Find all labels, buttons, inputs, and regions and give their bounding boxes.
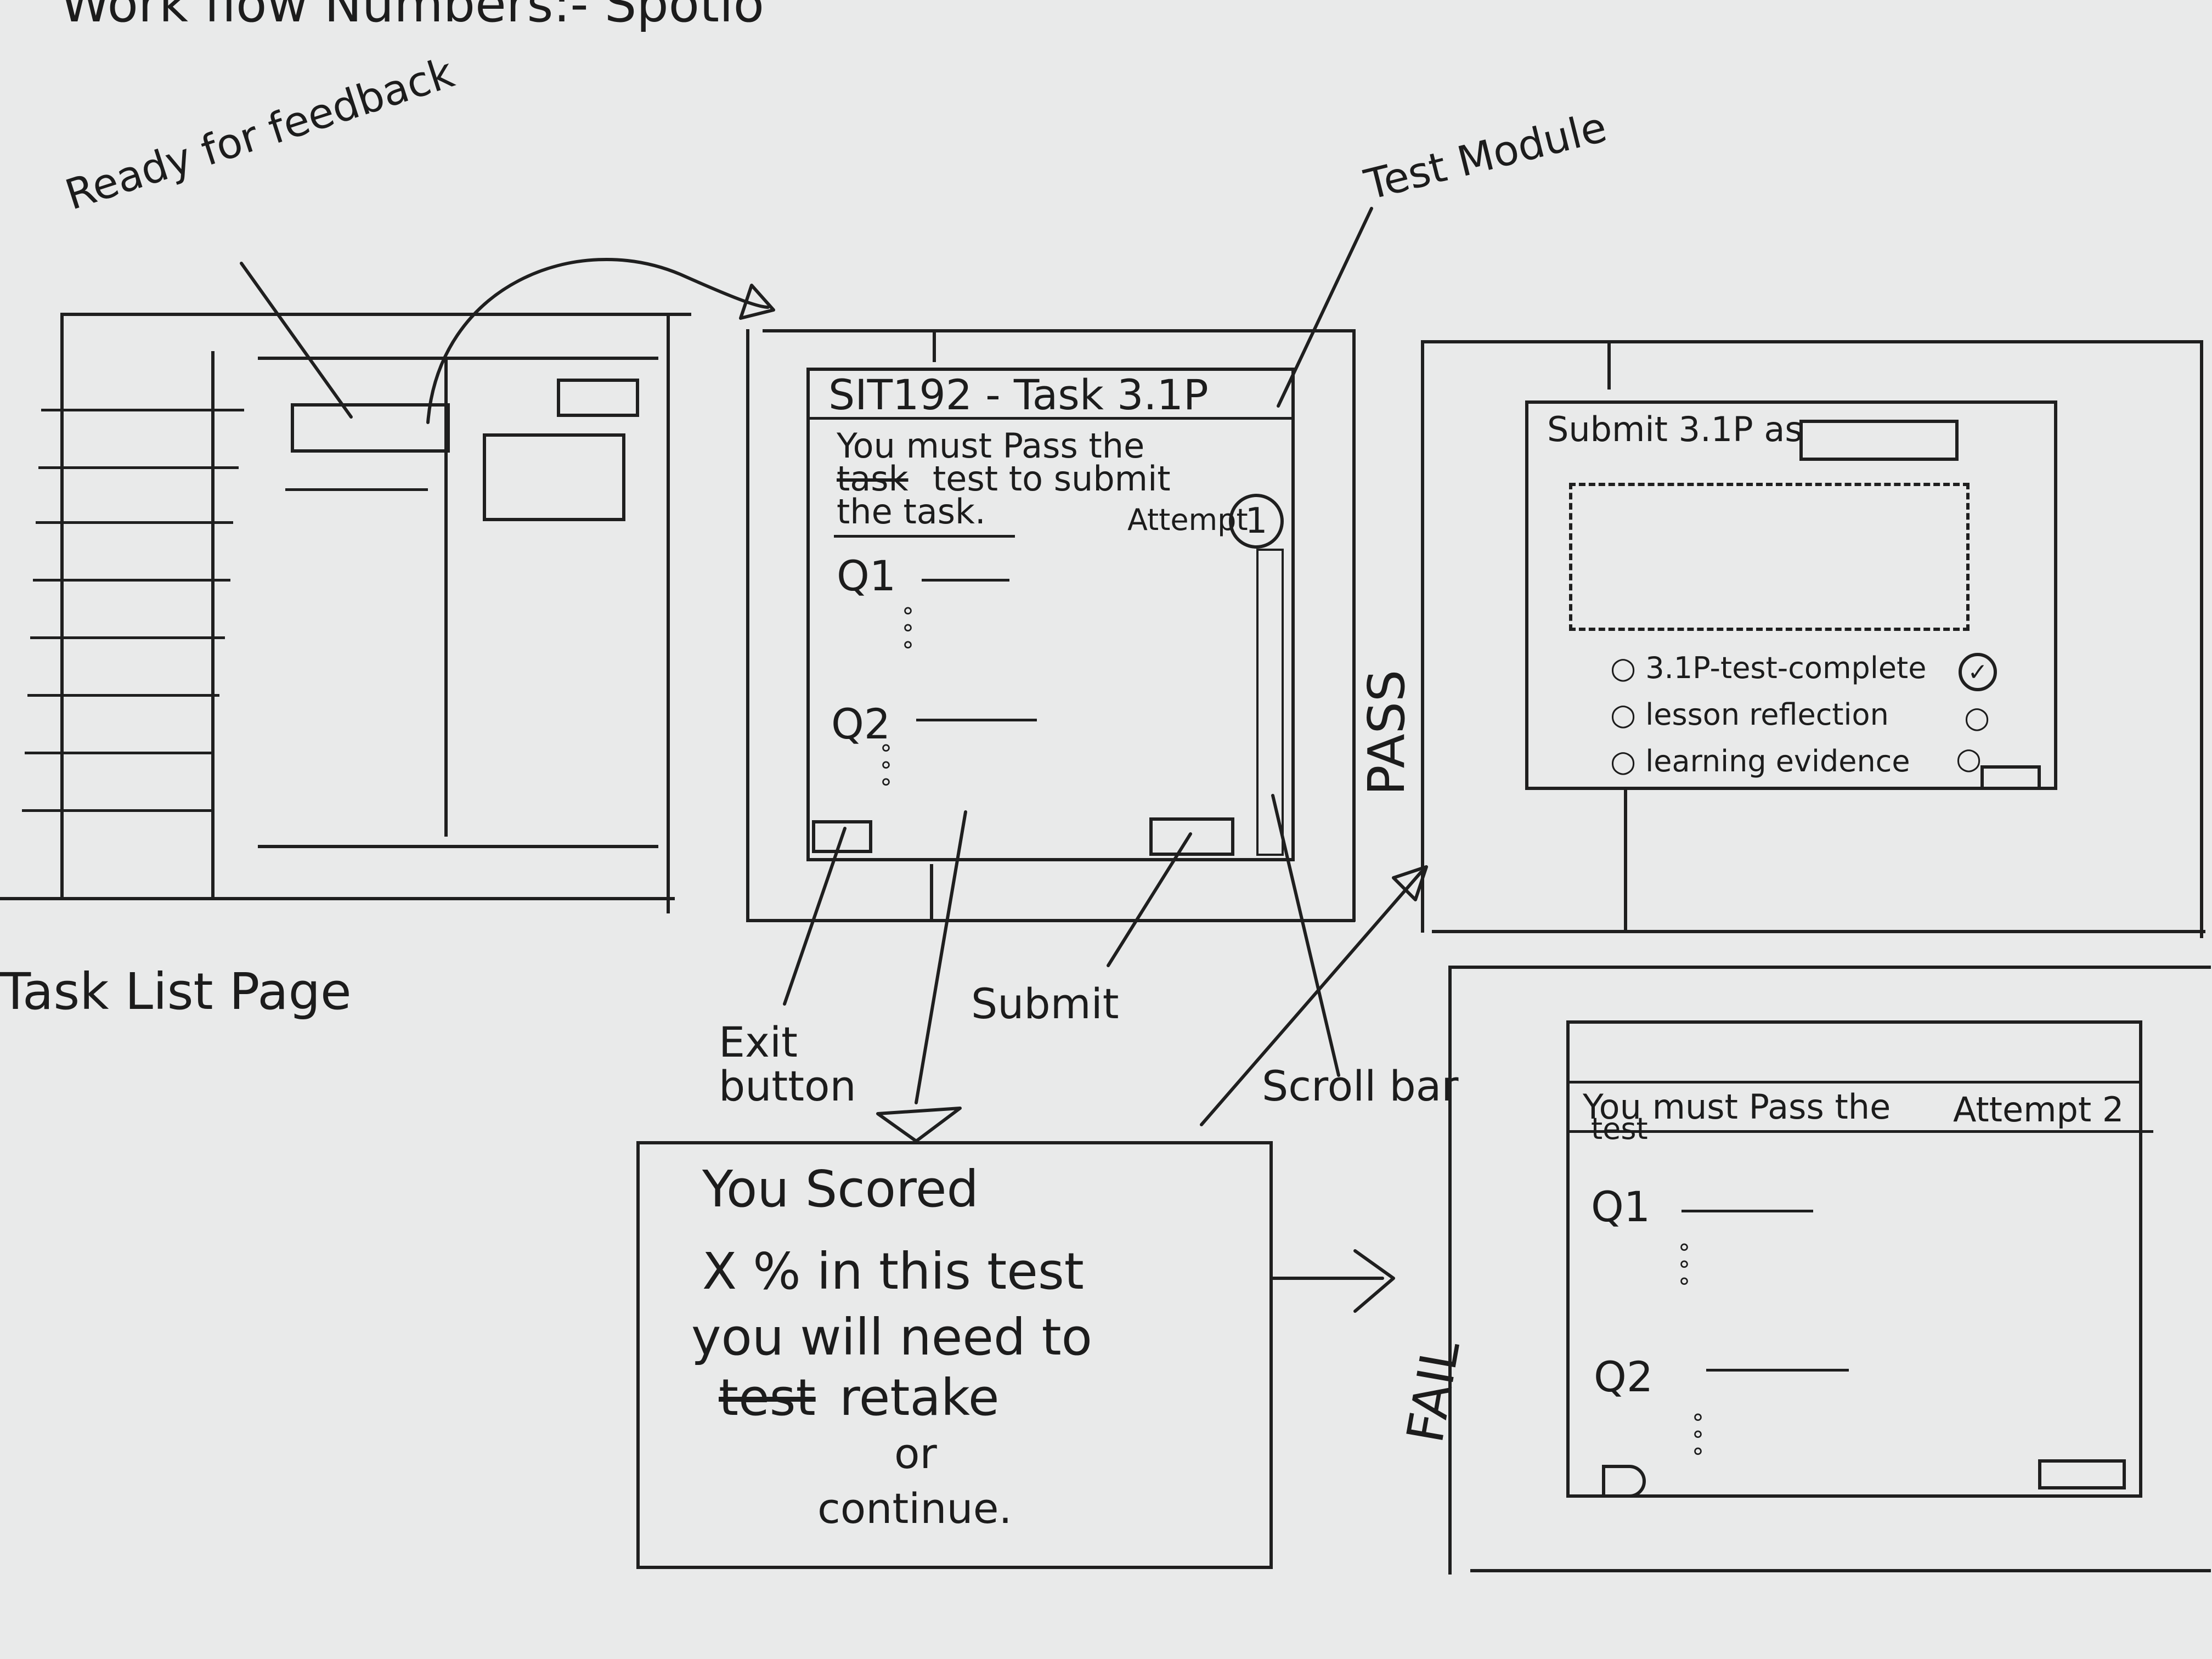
notice-line2: test to submit: [933, 459, 1171, 499]
submit-item-text: 3.1P-test-complete: [1645, 651, 1927, 685]
attempt-label: Attempt: [1127, 503, 1248, 537]
submit-item[interactable]: ○ learning evidence: [1610, 744, 1910, 778]
result-dialog: [636, 1141, 1273, 1569]
submit-item[interactable]: ○ 3.1P-test-complete: [1610, 651, 1927, 685]
file-drop-zone[interactable]: [1569, 483, 1970, 631]
attempt-number: 1: [1245, 501, 1268, 541]
curve-arrowhead: [739, 284, 775, 320]
fail-arrowhead: [1353, 1249, 1395, 1313]
task-detail-card: [483, 433, 625, 521]
pass-label: PASS: [1357, 669, 1416, 795]
sidebar-item[interactable]: [25, 752, 214, 754]
notice-line1: You must Pass the: [837, 426, 1145, 466]
exit-pointer: [783, 827, 847, 1006]
retake-question-1-label: Q1: [1591, 1182, 1651, 1231]
task-list-caption: Task List Page: [0, 962, 352, 1021]
attempt-number-badge: 1: [1229, 494, 1284, 549]
retake-panel: [1566, 1020, 2142, 1498]
sidebar-item[interactable]: [41, 409, 244, 411]
submit-item[interactable]: ○ lesson reflection: [1610, 697, 1889, 732]
submit-item-text: lesson reflection: [1645, 697, 1889, 732]
retake-question-2-dots: °°°: [1692, 1409, 1704, 1471]
sidebar-item[interactable]: [22, 809, 211, 812]
test-module-panel: [806, 368, 1295, 861]
scrollbar[interactable]: [1256, 549, 1284, 856]
submit-page-title: Submit 3.1P as: [1547, 409, 1803, 449]
check-mark: ✓: [1967, 658, 1988, 686]
result-line4: retake: [839, 1368, 1000, 1427]
ready-feedback-pointer: [240, 262, 353, 419]
notice-line3: the task.: [837, 492, 986, 532]
submit-type-select[interactable]: [1799, 420, 1959, 461]
scrollbar-pointer: [1271, 794, 1340, 1077]
test-module-title: SIT192 - Task 3.1P: [828, 370, 1209, 419]
page-title: Work flow Numbers:- Spotlo: [60, 0, 764, 33]
result-line3: you will need to: [691, 1308, 1092, 1367]
result-line2: X % in this test: [702, 1242, 1084, 1301]
exit-button-label: Exit button: [719, 1018, 856, 1110]
result-line6: continue.: [817, 1484, 1012, 1533]
question-2-dots: °°°: [880, 740, 892, 802]
submit-item-text: learning evidence: [1645, 744, 1910, 778]
scrollbar-label: Scroll bar: [1262, 1062, 1459, 1110]
curve-to-test-module: [426, 258, 770, 424]
sidebar-item[interactable]: [30, 636, 225, 639]
sidebar-item[interactable]: [36, 521, 233, 524]
pass-arrow: [1200, 871, 1423, 1126]
submit-label: Submit: [971, 979, 1119, 1028]
submit-button[interactable]: [1149, 817, 1234, 856]
retake-exit-button[interactable]: [1602, 1465, 1646, 1498]
retake-submit-button[interactable]: [2038, 1459, 2126, 1489]
retake-question-1-dots: °°°: [1678, 1239, 1690, 1301]
radio-icon: ○: [1956, 741, 1982, 776]
sidebar-item[interactable]: [38, 466, 239, 469]
check-icon: ✓: [1959, 653, 1997, 691]
question-1-dots: °°°: [902, 603, 914, 665]
retake-attempt-label: Attempt 2: [1953, 1090, 2124, 1130]
sidebar-item[interactable]: [33, 579, 230, 582]
question-1-label: Q1: [837, 551, 896, 600]
ready-for-feedback-button[interactable]: [291, 403, 450, 453]
submit-panel: [1525, 400, 2057, 790]
submit-pointer: [1107, 832, 1192, 967]
final-submit-button[interactable]: [1980, 765, 2041, 790]
retake-notice-sub: test: [1591, 1111, 1648, 1146]
result-line1: You Scored: [702, 1160, 979, 1218]
notice-struck-word: task: [837, 459, 909, 499]
retake-notice: You must Pass the: [1583, 1087, 1891, 1127]
question-2-label: Q2: [831, 699, 891, 748]
sidebar-item[interactable]: [27, 694, 219, 697]
result-struck-word: test: [719, 1368, 816, 1427]
exit-button[interactable]: [812, 820, 872, 853]
result-line5: or: [894, 1429, 937, 1478]
radio-icon: ○: [1964, 700, 1990, 735]
retake-question-2-label: Q2: [1594, 1352, 1654, 1401]
down-arrowhead: [876, 1107, 962, 1143]
top-right-button[interactable]: [557, 379, 639, 417]
